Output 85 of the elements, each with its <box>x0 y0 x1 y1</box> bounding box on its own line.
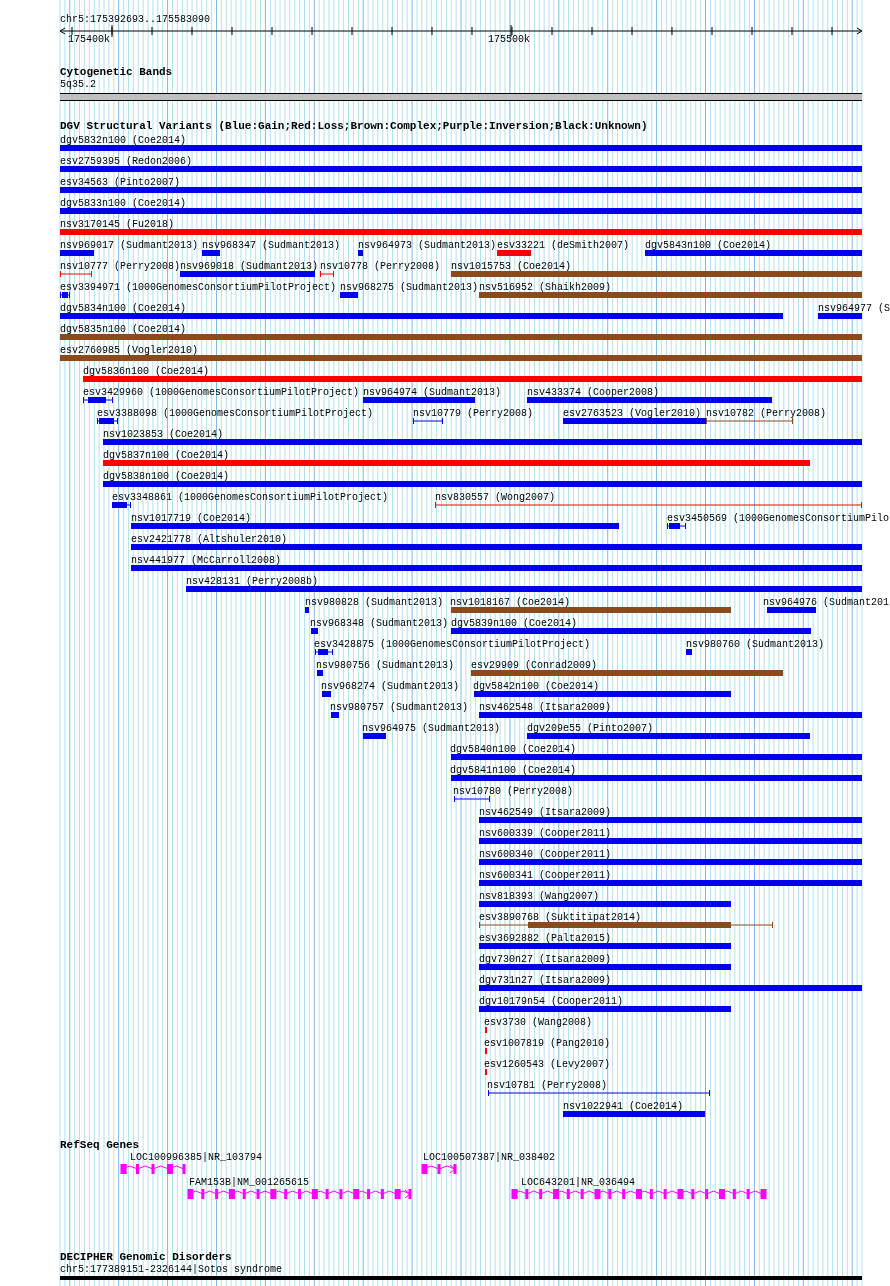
variant-label: nsv516952 (Shaikh2009) <box>479 282 612 293</box>
variant-label: esv3388098 (1000GenomesConsortiumPilotProject) <box>97 408 374 419</box>
variant-label: dgv5840n100 (Coe2014) <box>450 744 577 755</box>
variant-label: esv3429960 (1000GenomesConsortiumPilotProject) <box>83 387 360 398</box>
variant-label: nsv1015753 (Coe2014) <box>451 261 572 272</box>
variant-label: nsv964976 (Sudmant201 <box>763 597 890 608</box>
variant-label: nsv969017 (Sudmant2013) <box>60 240 199 251</box>
variant-label: dgv5837n100 (Coe2014) <box>103 450 230 461</box>
variant-label: esv3394971 (1000GenomesConsortiumPilotProject) <box>60 282 337 293</box>
variant-label: dgv731n27 (Itsara2009) <box>479 975 612 986</box>
variant-label: esv3348861 (1000GenomesConsortiumPilotProject) <box>112 492 389 503</box>
variant-label: nsv830557 (Wong2007) <box>435 492 556 503</box>
variant-label: dgv5841n100 (Coe2014) <box>450 765 577 776</box>
axis-tick-label: 175500k <box>488 34 530 45</box>
variant-label: nsv428131 (Perry2008b) <box>186 576 319 587</box>
variant-label: dgv5834n100 (Coe2014) <box>60 303 187 314</box>
variant-label: dgv10179n54 (Cooper2011) <box>479 996 624 1007</box>
variant-label: dgv5835n100 (Coe2014) <box>60 324 187 335</box>
variant-label: esv2421778 (Altshuler2010) <box>131 534 288 545</box>
track-title: DGV Structural Variants (Blue:Gain;Red:Loss;Brown:Complex;Purple:Inversion;Black:Unknown) <box>60 121 648 132</box>
variant-label: nsv462549 (Itsara2009) <box>479 807 612 818</box>
variant-label: esv33221 (deSmith2007) <box>497 240 630 251</box>
variant-label: nsv964973 (Sudmant2013) <box>358 240 497 251</box>
variant-label: esv29909 (Conrad2009) <box>471 660 598 671</box>
variant-label: dgv5838n100 (Coe2014) <box>103 471 230 482</box>
variant-label: dgv5833n100 (Coe2014) <box>60 198 187 209</box>
variant-label: nsv1017719 (Coe2014) <box>131 513 252 524</box>
variant-label: nsv10777 (Perry2008) <box>60 261 181 272</box>
variant-label: dgv5843n100 (Coe2014) <box>645 240 772 251</box>
variant-label: esv1260543 (Levy2007) <box>484 1059 611 1070</box>
gene-label: FAM153B|NM_001265615 <box>189 1177 310 1188</box>
variant-label: nsv980756 (Sudmant2013) <box>316 660 455 671</box>
track-title: DECIPHER Genomic Disorders <box>60 1252 232 1263</box>
variant-label: nsv600341 (Cooper2011) <box>479 870 612 881</box>
variant-label: nsv10780 (Perry2008) <box>453 786 574 797</box>
variant-label: nsv1018167 (Coe2014) <box>450 597 571 608</box>
variant-label: dgv730n27 (Itsara2009) <box>479 954 612 965</box>
variant-label: dgv5842n100 (Coe2014) <box>473 681 600 692</box>
variant-label: esv3450569 (1000GenomesConsortiumPilo <box>667 513 890 524</box>
variant-label: nsv980760 (Sudmant2013) <box>686 639 825 650</box>
variant-label: nsv441977 (McCarroll2008) <box>131 555 282 566</box>
variant-label: nsv968274 (Sudmant2013) <box>321 681 460 692</box>
variant-label: esv3890768 (Suktitipat2014) <box>479 912 642 923</box>
variant-label: dgv5832n100 (Coe2014) <box>60 135 187 146</box>
gene-label: LOC643201|NR_036494 <box>521 1177 636 1188</box>
track-title: Cytogenetic Bands <box>60 67 173 78</box>
variant-label: nsv600339 (Cooper2011) <box>479 828 612 839</box>
feature-label: chr5:177389151-2326144|Sotos syndrome <box>60 1264 283 1275</box>
variant-label: nsv980828 (Sudmant2013) <box>305 597 444 608</box>
variant-label: nsv964975 (Sudmant2013) <box>362 723 501 734</box>
variant-label: esv34563 (Pinto2007) <box>60 177 181 188</box>
variant-label: nsv969018 (Sudmant2013) <box>180 261 319 272</box>
variant-label: nsv10779 (Perry2008) <box>413 408 534 419</box>
variant-label: nsv968275 (Sudmant2013) <box>340 282 479 293</box>
variant-label: nsv10782 (Perry2008) <box>706 408 827 419</box>
variant-label: nsv1022941 (Coe2014) <box>563 1101 684 1112</box>
variant-label: nsv968348 (Sudmant2013) <box>310 618 449 629</box>
variant-label: esv1007819 (Pang2010) <box>484 1038 611 1049</box>
variant-label: nsv3170145 (Fu2018) <box>60 219 175 230</box>
variant-label: esv3692882 (Palta2015) <box>479 933 612 944</box>
variant-label: nsv968347 (Sudmant2013) <box>202 240 341 251</box>
variant-label: esv3428875 (1000GenomesConsortiumPilotProject) <box>314 639 591 650</box>
variant-label: nsv433374 (Cooper2008) <box>527 387 660 398</box>
variant-label: nsv10778 (Perry2008) <box>320 261 441 272</box>
feature-label: 5q35.2 <box>60 79 96 90</box>
variant-label: dgv5839n100 (Coe2014) <box>451 618 578 629</box>
variant-label: nsv964977 (S <box>818 303 890 314</box>
variant-label: nsv980757 (Sudmant2013) <box>330 702 469 713</box>
variant-label: nsv600340 (Cooper2011) <box>479 849 612 860</box>
variant-label: nsv818393 (Wang2007) <box>479 891 600 902</box>
variant-label: esv2763523 (Vogler2010) <box>563 408 702 419</box>
coordinate-label: chr5:175392693..175583090 <box>60 14 211 25</box>
variant-label: nsv462548 (Itsara2009) <box>479 702 612 713</box>
variant-label: esv3730 (Wang2008) <box>484 1017 593 1028</box>
variant-label: nsv1023853 (Coe2014) <box>103 429 224 440</box>
variant-label: esv2759395 (Redon2006) <box>60 156 193 167</box>
axis-tick-label: 175400k <box>68 34 110 45</box>
gene-label: LOC100996385|NR_103794 <box>130 1152 263 1163</box>
variant-label: dgv5836n100 (Coe2014) <box>83 366 210 377</box>
variant-label: nsv10781 (Perry2008) <box>487 1080 608 1091</box>
track-title: RefSeq Genes <box>60 1140 140 1151</box>
variant-label: esv2760985 (Vogler2010) <box>60 345 199 356</box>
gene-label: LOC100507387|NR_038402 <box>423 1152 556 1163</box>
variant-label: dgv209e55 (Pinto2007) <box>527 723 654 734</box>
variant-label: nsv964974 (Sudmant2013) <box>363 387 502 398</box>
